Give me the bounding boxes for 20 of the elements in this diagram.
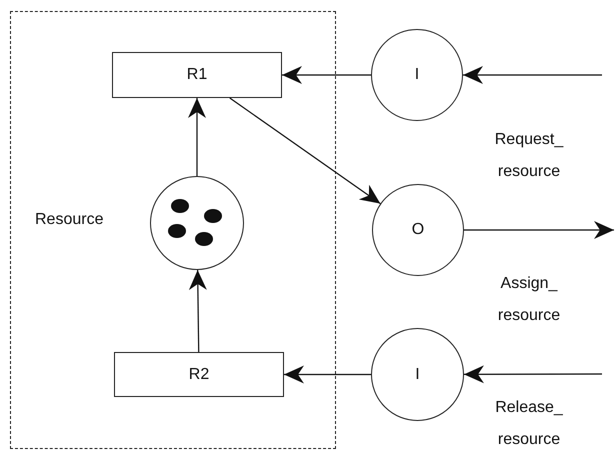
node-label: I: [414, 66, 420, 84]
dashed-boundary: [10, 11, 336, 449]
arrow: [282, 66, 371, 84]
transition-name: Request_ resource: [494, 130, 564, 182]
arrow: [188, 270, 207, 352]
arrow: [464, 365, 602, 384]
arrow: [229, 98, 381, 204]
transition-box: [114, 352, 284, 397]
node-label: R2: [188, 366, 210, 384]
transition-name: Release_ resource: [494, 398, 564, 450]
arrow: [284, 366, 371, 384]
arrow: [464, 221, 614, 239]
node-label: O: [412, 221, 424, 239]
node-label: I: [415, 366, 420, 384]
transition-box: [112, 52, 282, 98]
arrow: [188, 98, 206, 176]
arrow: [463, 66, 602, 84]
transition-name: Assign_ resource: [496, 274, 562, 326]
node-label: R1: [186, 66, 208, 84]
place-label: Resource: [35, 211, 104, 229]
